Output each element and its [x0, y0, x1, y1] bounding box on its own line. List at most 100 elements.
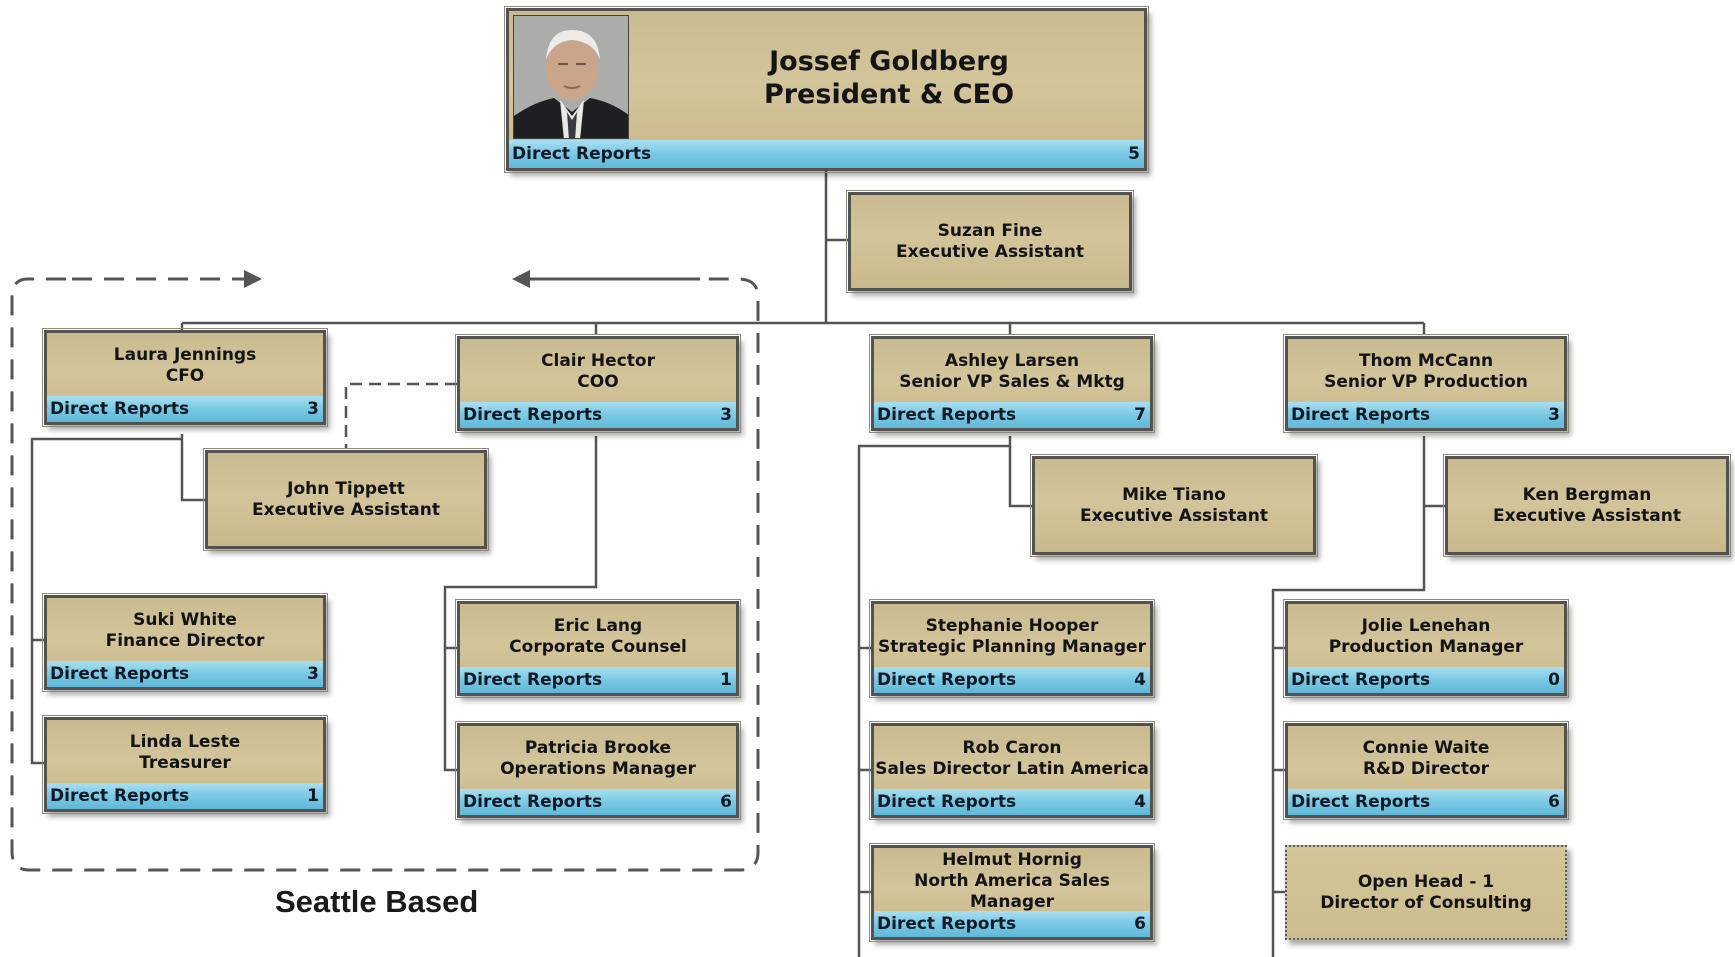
- direct-reports-count: 6: [1548, 792, 1560, 812]
- person-title: Senior VP Sales & Mktg: [899, 372, 1125, 392]
- direct-reports-bar[interactable]: Direct Reports 1: [460, 667, 736, 693]
- ceo-name: Jossef Goldberg: [769, 46, 1009, 77]
- ceo-direct-reports-bar[interactable]: Direct Reports 5: [509, 140, 1144, 168]
- person-name: Rob Caron: [962, 738, 1062, 758]
- direct-reports-label: Direct Reports: [1291, 792, 1431, 812]
- person-name: Open Head - 1: [1357, 871, 1495, 892]
- direct-reports-label: Direct Reports: [463, 792, 603, 812]
- direct-reports-count: 4: [1134, 670, 1146, 690]
- arrow-left-head: [512, 270, 530, 288]
- person-title: Treasurer: [139, 753, 231, 773]
- direct-reports-count: 0: [1548, 670, 1560, 690]
- direct-reports-label: Direct Reports: [50, 399, 190, 419]
- direct-reports-count: 3: [307, 399, 319, 419]
- direct-reports-count: 7: [1134, 405, 1146, 425]
- connector-ashley-trunk: [1008, 436, 1032, 508]
- person-title: Executive Assistant: [1493, 505, 1681, 526]
- person-name: Mike Tiano: [1122, 484, 1226, 505]
- person-name: Helmut Hornig: [942, 849, 1082, 870]
- connector-laura-left: [30, 437, 182, 765]
- person-name: Suki White: [133, 610, 237, 630]
- direct-reports-count: 5: [1128, 144, 1140, 164]
- direct-reports-count: 3: [307, 664, 319, 684]
- person-name: Patricia Brooke: [524, 738, 672, 758]
- direct-reports-label: Direct Reports: [463, 670, 603, 690]
- direct-reports-count: 1: [720, 670, 732, 690]
- ceo-title: President & CEO: [763, 79, 1015, 110]
- person-name: Thom McCann: [1358, 351, 1494, 371]
- direct-reports-bar[interactable]: Direct Reports 6: [874, 911, 1150, 937]
- person-name: Ashley Larsen: [944, 351, 1080, 371]
- direct-reports-bar[interactable]: Direct Reports 3: [1288, 402, 1564, 428]
- person-name: Clair Hector: [541, 351, 655, 371]
- direct-reports-count: 1: [307, 786, 319, 806]
- ceo-name-block: Jossef Goldberg President & CEO: [634, 11, 1144, 141]
- direct-reports-count: 3: [1548, 405, 1560, 425]
- person-title: Corporate Counsel: [509, 637, 687, 657]
- direct-reports-label: Direct Reports: [877, 914, 1017, 934]
- direct-reports-label: Direct Reports: [50, 664, 190, 684]
- person-name: Ken Bergman: [1522, 484, 1652, 505]
- direct-reports-label: Direct Reports: [512, 144, 652, 164]
- connector-laura-trunk: [180, 434, 205, 502]
- direct-reports-bar[interactable]: Direct Reports 6: [1288, 789, 1564, 815]
- connector-clair-assistant-dashed: [344, 382, 457, 448]
- arrow-right-head: [244, 270, 262, 288]
- seattle-based-label: Seattle Based: [275, 884, 479, 919]
- person-title: Strategic Planning Manager: [878, 637, 1146, 657]
- person-name: Stephanie Hooper: [925, 616, 1099, 636]
- person-name: John Tippett: [287, 478, 405, 499]
- person-title: Finance Director: [105, 631, 265, 651]
- direct-reports-bar[interactable]: Direct Reports 3: [47, 661, 323, 687]
- ceo-node[interactable]: Jossef Goldberg President & CEO Direct R…: [504, 6, 1149, 173]
- direct-reports-count: 4: [1134, 792, 1146, 812]
- person-title: Operations Manager: [500, 759, 696, 779]
- direct-reports-bar[interactable]: Direct Reports 3: [47, 396, 323, 422]
- person-name: Jolie Lenehan: [1361, 616, 1491, 636]
- person-name: Connie Waite: [1362, 738, 1490, 758]
- person-name: Eric Lang: [553, 616, 643, 636]
- connector-ashley-left: [857, 444, 1010, 957]
- direct-reports-label: Direct Reports: [1291, 405, 1431, 425]
- person-title: Director of Consulting: [1320, 892, 1532, 913]
- direct-reports-label: Direct Reports: [877, 670, 1017, 690]
- direct-reports-bar[interactable]: Direct Reports 4: [874, 667, 1150, 693]
- person-name: Linda Leste: [129, 732, 241, 752]
- direct-reports-label: Direct Reports: [1291, 670, 1431, 690]
- person-title: North America Sales Manager: [914, 870, 1110, 912]
- connector-thom-trunk: [1271, 436, 1426, 957]
- connector-clair-trunk: [443, 436, 598, 772]
- direct-reports-count: 6: [1134, 914, 1146, 934]
- person-title: R&D Director: [1362, 759, 1490, 779]
- person-title: Executive Assistant: [252, 499, 440, 520]
- person-title: Sales Director Latin America: [875, 759, 1149, 779]
- portrait-image: [514, 16, 628, 138]
- direct-reports-bar[interactable]: Direct Reports 0: [1288, 667, 1564, 693]
- person-title: Executive Assistant: [1080, 505, 1268, 526]
- seattle-group-boundary: [10, 277, 760, 872]
